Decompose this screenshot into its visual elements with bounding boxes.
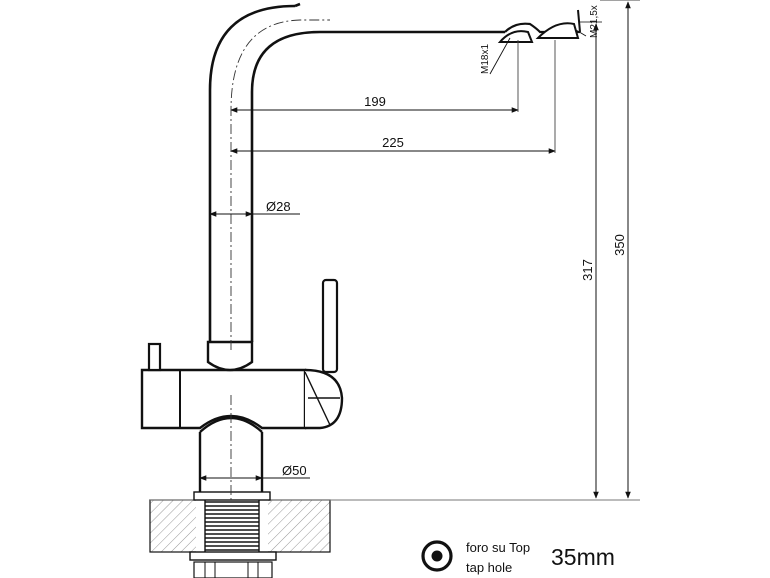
spout — [206, 2, 581, 372]
dim-spout-diameter: Ø28 — [209, 199, 300, 217]
mixer-body — [140, 368, 344, 430]
dim-199: 199 — [230, 94, 519, 113]
svg-text:Ø50: Ø50 — [282, 463, 307, 478]
svg-text:199: 199 — [364, 94, 386, 109]
centerline — [230, 19, 330, 500]
threaded-shank — [189, 491, 277, 578]
legend-line2: tap hole — [466, 560, 512, 575]
legend-size: 35mm — [551, 544, 615, 570]
dim-317: 317 — [580, 23, 599, 499]
legend-line1: foro su Top — [466, 540, 530, 555]
extension-lines — [517, 0, 640, 153]
svg-text:M18x1: M18x1 — [480, 44, 491, 74]
filtered-water-knob — [147, 342, 162, 372]
svg-text:225: 225 — [382, 135, 404, 150]
svg-text:Ø28: Ø28 — [266, 199, 291, 214]
dim-225: 225 — [230, 135, 556, 154]
svg-text:317: 317 — [580, 259, 595, 281]
svg-text:M21,5x: M21,5x — [589, 5, 600, 38]
svg-text:350: 350 — [612, 234, 627, 256]
target-circle-icon — [421, 540, 453, 572]
dim-350: 350 — [612, 1, 631, 499]
mixer-lever — [321, 278, 339, 374]
dim-base-diameter: Ø50 — [199, 463, 310, 481]
thread-labels: M18x1 M21,5x — [480, 5, 600, 75]
tap-hole-legend: foro su Top tap hole 35mm — [421, 540, 615, 575]
